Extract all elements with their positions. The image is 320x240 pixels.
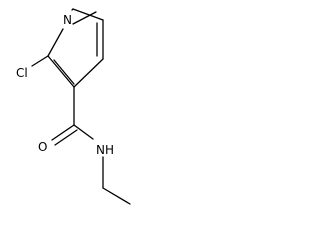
bond-c2-c3-inner [53, 59, 75, 85]
ring-nitrogen-label: N [63, 13, 72, 27]
bond-carbonyl-n [73, 124, 94, 140]
structural-formula: N Cl O N H [16, 8, 131, 205]
bond-carbonyl-o [51, 124, 75, 141]
bond-carbonyl-o-second [54, 129, 78, 146]
bond-c5-c6 [72, 8, 104, 21]
amide-hydrogen-label: H [105, 143, 114, 157]
carbonyl-oxygen-label: O [38, 140, 47, 154]
bond-c2-c3 [47, 55, 75, 88]
amide-nitrogen-label: N [96, 143, 105, 157]
bond-n1-c6-inner [72, 11, 97, 25]
bond-c6-n1 [71, 8, 74, 11]
bond-c2-cl [31, 55, 49, 67]
bond-ethyl-ch2-ch3 [102, 187, 131, 205]
chlorine-label: Cl [16, 66, 28, 80]
pyridine-ring [47, 8, 104, 88]
bond-n1-c2 [47, 28, 64, 57]
bond-c3-c4 [73, 58, 104, 88]
